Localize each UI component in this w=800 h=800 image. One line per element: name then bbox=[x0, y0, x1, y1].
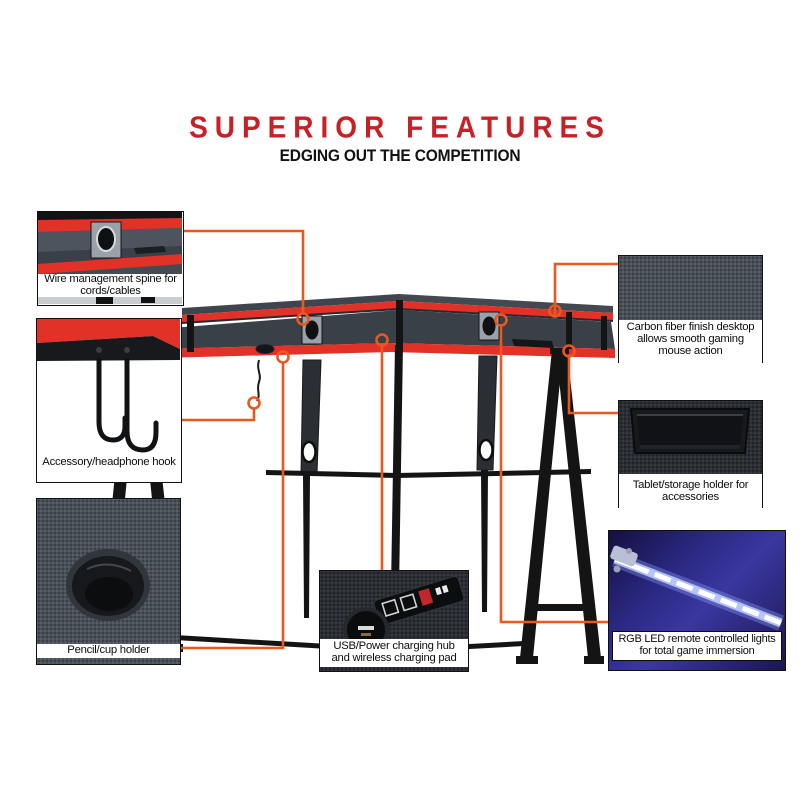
callout-rgb-led: RGB LED remote controlled lights for tot… bbox=[608, 530, 786, 671]
charging-cable bbox=[256, 359, 261, 402]
connector-rgb-led bbox=[499, 326, 608, 624]
shelf-risers bbox=[187, 300, 607, 352]
rgb-led-caption: RGB LED remote controlled lights for tot… bbox=[612, 631, 782, 661]
headphone-hook-caption: Accessory/headphone hook bbox=[37, 453, 181, 473]
callout-wire-management: Wire management spine for cords/cables bbox=[37, 211, 184, 306]
wire-management-photo bbox=[38, 212, 183, 305]
connector-pencil-cup bbox=[181, 363, 285, 650]
wire-spine-panels bbox=[300, 355, 498, 618]
shelf-left-red-trim bbox=[182, 301, 399, 323]
cup-holder-illustration bbox=[66, 549, 150, 621]
callout-headphone-hook: Accessory/headphone hook bbox=[36, 318, 182, 483]
connector-tablet-storage bbox=[567, 357, 618, 415]
storage-tray-illustration bbox=[629, 408, 751, 454]
page-subtitle: EDGING OUT THE COMPETITION bbox=[279, 147, 521, 165]
tablet-storage-photo bbox=[619, 401, 762, 507]
wire-spine-illustration bbox=[38, 212, 182, 304]
connector-dot-tablet-storage bbox=[562, 344, 576, 358]
headphone-hook-illustration bbox=[37, 319, 180, 453]
pencil-cup-photo bbox=[37, 499, 180, 664]
tablet-storage-caption: Tablet/storage holder for accessories bbox=[619, 474, 762, 509]
callout-pencil-cup: Pencil/cup holder bbox=[36, 498, 181, 665]
connector-carbon-fiber bbox=[553, 262, 618, 317]
connector-dot-wire-management bbox=[296, 312, 310, 326]
headphone-hook-photo bbox=[37, 319, 181, 482]
callout-usb-power: USB/Power charging hub and wireless char… bbox=[319, 570, 469, 672]
shelf-left-top bbox=[182, 294, 399, 315]
callout-carbon-fiber: Carbon fiber finish desktop allows smoot… bbox=[618, 255, 763, 364]
carbon-fiber-caption: Carbon fiber finish desktop allows smoot… bbox=[619, 320, 762, 364]
usb-power-caption: USB/Power charging hub and wireless char… bbox=[320, 639, 468, 667]
connector-dot-carbon-fiber bbox=[548, 304, 562, 318]
title-block: SUPERIOR FEATURES EDGING OUT THE COMPETI… bbox=[0, 110, 800, 166]
page-title: SUPERIOR FEATURES bbox=[189, 110, 611, 145]
connector-dot-usb-power bbox=[375, 333, 389, 347]
wire-management-caption: Wire management spine for cords/cables bbox=[38, 273, 183, 297]
pencil-cup-caption: Pencil/cup holder bbox=[37, 644, 180, 658]
connector-headphone-hook bbox=[182, 409, 256, 422]
connector-dot-rgb-led bbox=[494, 313, 508, 327]
connector-dot-headphone-hook bbox=[247, 396, 261, 410]
connector-wire-management bbox=[184, 229, 305, 313]
rgb-led-photo bbox=[609, 531, 785, 670]
tablet-tray-cutout bbox=[512, 339, 554, 348]
callout-tablet-storage: Tablet/storage holder for accessories bbox=[618, 400, 763, 509]
led-strip-illustration bbox=[610, 545, 784, 631]
connector-dot-pencil-cup bbox=[276, 350, 290, 364]
cup-holder-cutout bbox=[255, 344, 275, 354]
